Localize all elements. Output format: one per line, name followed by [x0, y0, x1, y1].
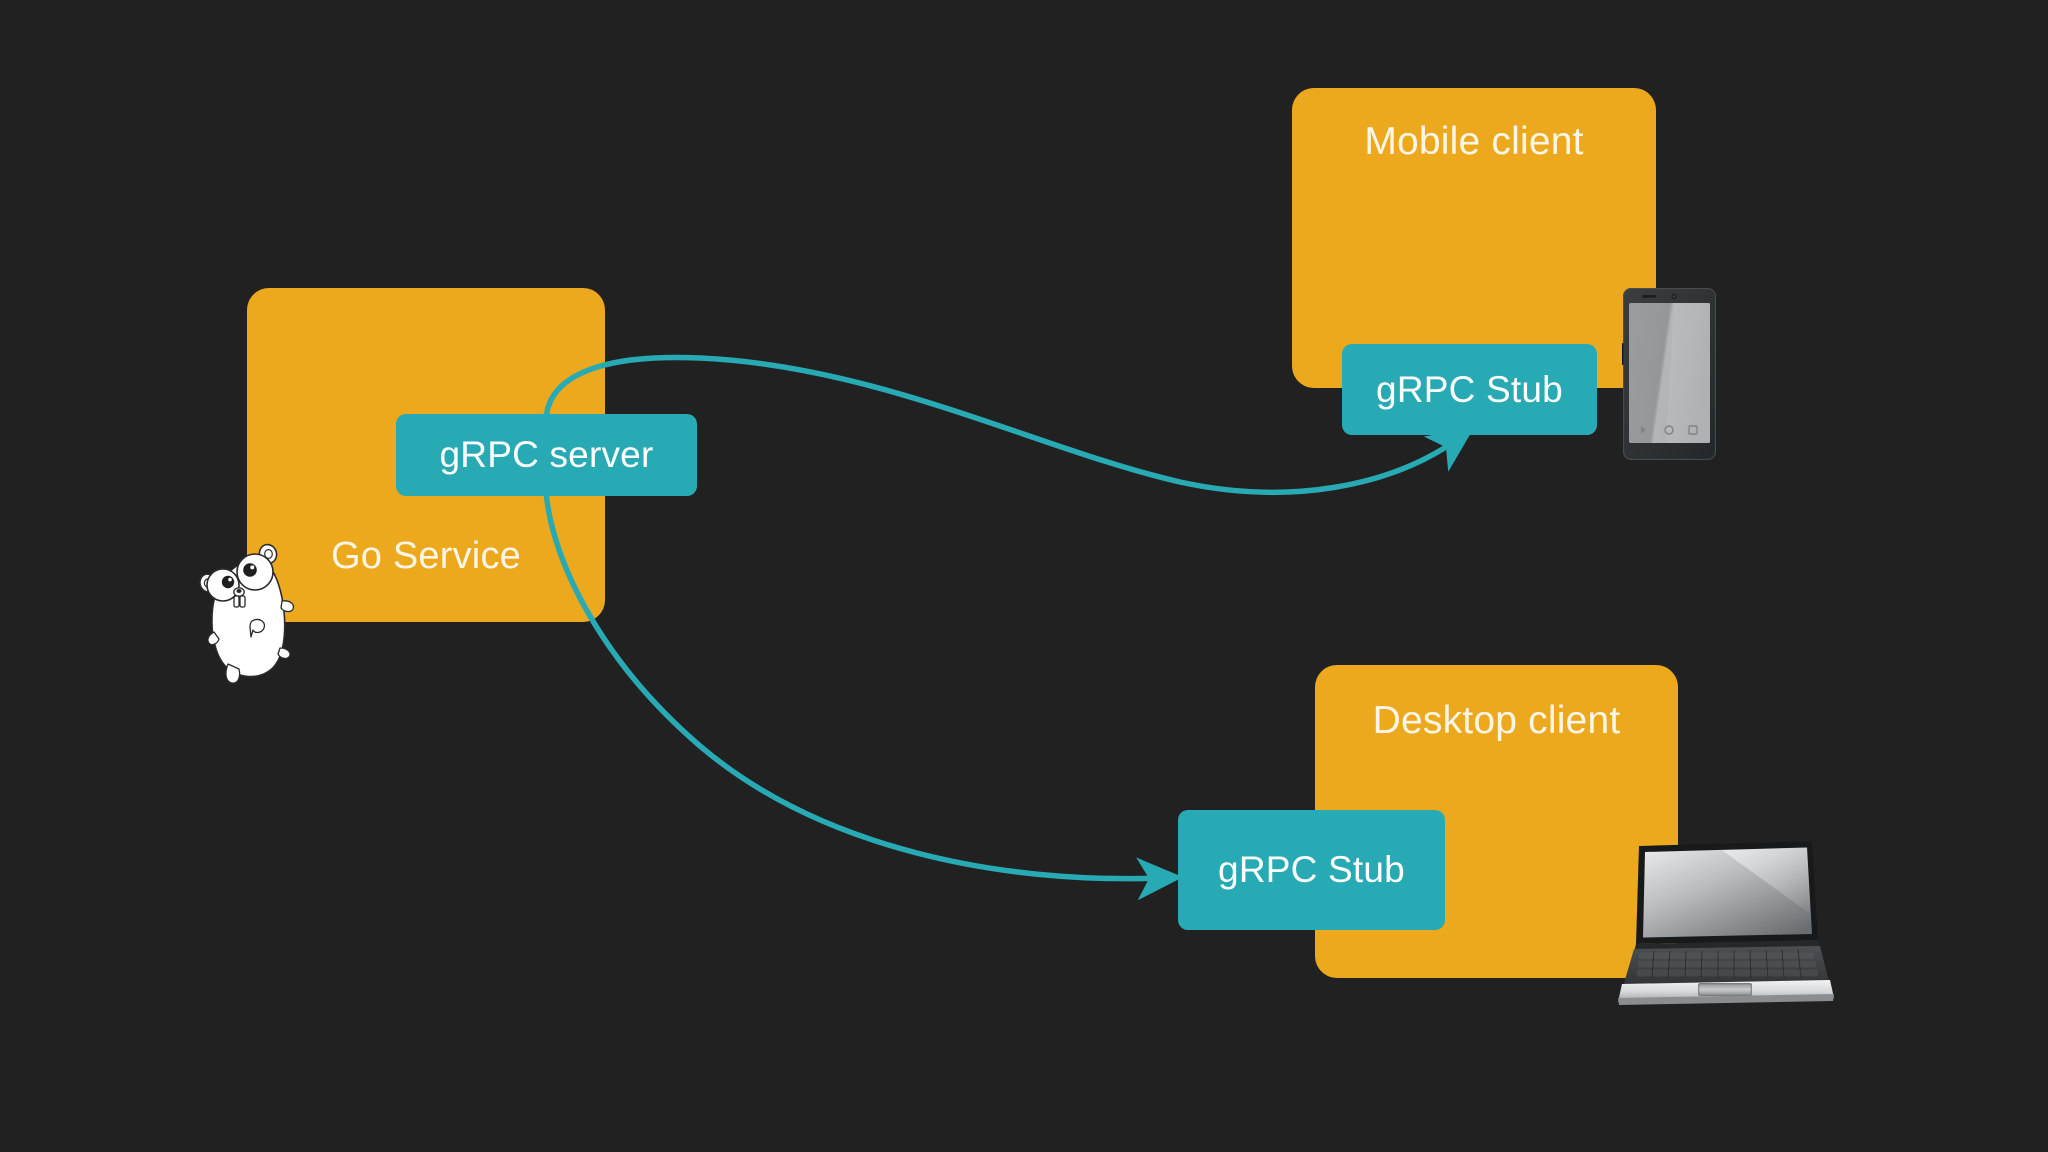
laptop-icon [1618, 841, 1834, 1005]
mobile-client-panel[interactable] [1292, 88, 1656, 388]
go-gopher-icon [199, 543, 295, 684]
desktop-grpc-stub-chip[interactable]: gRPC Stub [1178, 810, 1445, 930]
grpc-server-chip[interactable]: gRPC server [396, 414, 697, 496]
go-service-title: Go Service [331, 535, 521, 577]
smartphone-icon [1622, 288, 1716, 460]
desktop-grpc-stub-label: gRPC Stub [1218, 849, 1405, 890]
desktop-client-title: Desktop client [1372, 699, 1621, 742]
connector-server-to-desktop [543, 489, 1184, 901]
mobile-grpc-stub-label: gRPC Stub [1376, 368, 1563, 410]
grpc-server-label: gRPC server [439, 434, 654, 475]
mobile-client-title: Mobile client [1364, 120, 1584, 163]
mobile-grpc-stub-chip[interactable]: gRPC Stub [1342, 344, 1597, 435]
